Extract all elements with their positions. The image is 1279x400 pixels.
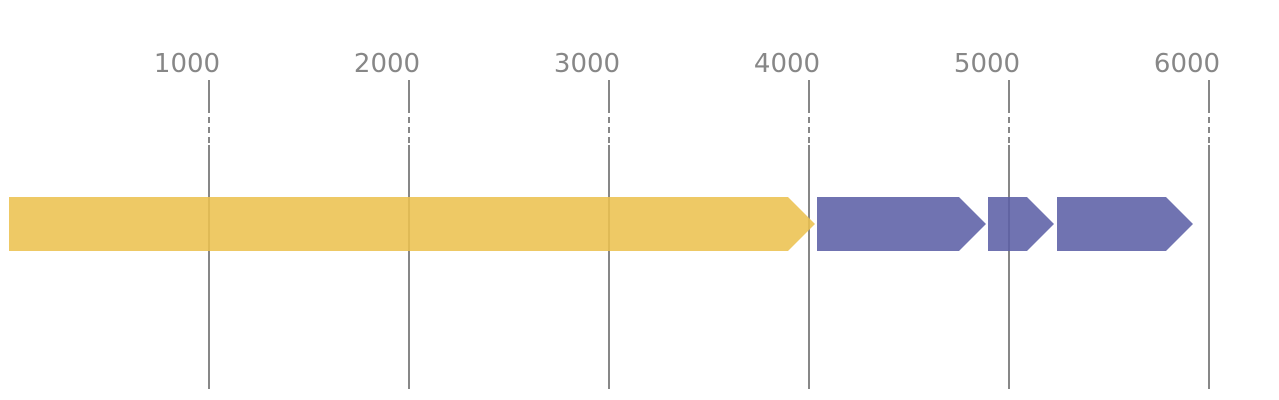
axis-tick-label-4000: 4000 [753, 49, 821, 79]
gridline-5000-seg2 [1008, 113, 1010, 145]
gridline-6000-seg1 [1208, 80, 1210, 113]
gridline-3000-seg1 [608, 80, 610, 113]
axis-tick-label-1000: 1000 [153, 49, 221, 79]
gridline-3000-seg3 [608, 145, 610, 389]
gridline-2000-seg1 [408, 80, 410, 113]
axis-tick-label-3000: 3000 [553, 49, 621, 79]
gridline-1000-seg3 [208, 145, 210, 389]
gridline-4000-seg1 [808, 80, 810, 113]
gridline-2000-seg2 [408, 113, 410, 145]
gridline-5000-seg3 [1008, 145, 1010, 389]
axis-tick-label-5000: 5000 [953, 49, 1021, 79]
gridline-6000-seg3 [1208, 145, 1210, 389]
gridline-1000-seg1 [208, 80, 210, 113]
axis-tick-label-2000: 2000 [353, 49, 421, 79]
gridline-6000-seg2 [1208, 113, 1210, 145]
gridline-5000-seg1 [1008, 80, 1010, 113]
axis-tick-label-6000: 6000 [1153, 49, 1221, 79]
gridline-2000-seg3 [408, 145, 410, 389]
gridline-4000-seg3 [808, 145, 810, 389]
gridline-3000-seg2 [608, 113, 610, 145]
gridline-1000-seg2 [208, 113, 210, 145]
gridline-4000-seg2 [808, 113, 810, 145]
